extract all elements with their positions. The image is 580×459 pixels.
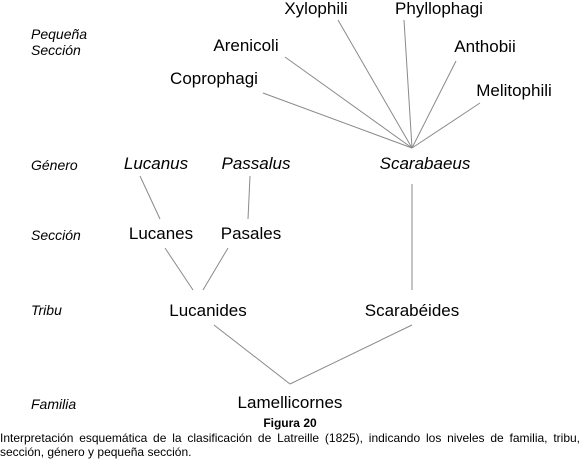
edge-scarabaeus-phyllophagi bbox=[403, 19, 413, 149]
edge-lamellicornes-scarabeides bbox=[289, 324, 413, 385]
taxon-lucanes: Lucanes bbox=[128, 224, 194, 243]
level-label-tribu: Tribu bbox=[31, 302, 62, 318]
edge-pasales-passalus bbox=[247, 175, 251, 220]
taxon-anthobii: Anthobii bbox=[454, 37, 516, 56]
edge-lamellicornes-lucanides bbox=[213, 324, 291, 385]
edge-lucanides-pasales bbox=[202, 247, 229, 291]
figure-title: Figura 20 bbox=[263, 416, 317, 430]
taxon-lamellicornes: Lamellicornes bbox=[237, 393, 343, 412]
taxon-pasales: Pasales bbox=[220, 224, 282, 243]
level-label-seccion: Sección bbox=[31, 227, 81, 243]
taxon-scarabeides: Scarabéides bbox=[364, 301, 460, 320]
taxon-xylophili: Xylophili bbox=[284, 0, 348, 18]
taxon-arenicoli: Arenicoli bbox=[213, 36, 279, 55]
edge-scarabaeus-anthobii bbox=[411, 60, 457, 149]
taxon-lucanides: Lucanides bbox=[169, 301, 247, 320]
level-label-seccion-small: Sección bbox=[31, 42, 81, 58]
figure-caption: Interpretación esquemática de la clasifi… bbox=[0, 431, 580, 459]
edge-lucanides-lucanes bbox=[164, 247, 194, 291]
edge-lucanes-lucanus bbox=[139, 175, 161, 220]
taxon-passalus: Passalus bbox=[221, 154, 291, 173]
level-label-pequena: Pequeña bbox=[31, 26, 88, 42]
edge-scarabaeus-arenicoli bbox=[284, 56, 413, 149]
edge-scarabaeus-melitophili bbox=[411, 102, 481, 149]
taxon-phyllophagi: Phyllophagi bbox=[395, 0, 483, 18]
taxon-lucanus: Lucanus bbox=[123, 154, 189, 173]
level-label-familia: Familia bbox=[31, 396, 77, 412]
edge-scarabaeus-coprophagi bbox=[262, 92, 413, 149]
level-label-genero: Género bbox=[31, 157, 78, 173]
edge-scarabaeus-xylophili bbox=[337, 19, 413, 149]
taxon-melitophili: Melitophili bbox=[476, 81, 552, 100]
taxon-coprophagi: Coprophagi bbox=[170, 69, 258, 88]
taxon-scarabaeus: Scarabaeus bbox=[379, 154, 471, 173]
